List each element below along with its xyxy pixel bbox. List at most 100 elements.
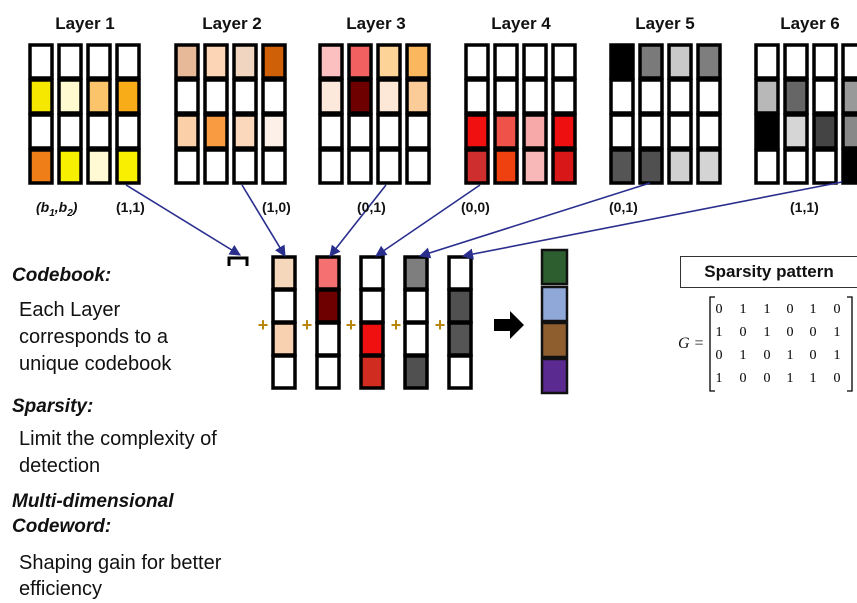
layer-2-cell — [203, 148, 229, 185]
layer-4-cell — [493, 43, 519, 80]
layer-4-title: Layer 4 — [491, 14, 551, 33]
layer-6-bits: (1,1) — [790, 199, 819, 215]
layer-5-cell — [638, 113, 664, 150]
superposed-codeword-cell — [540, 285, 569, 323]
sparsity-heading: Sparsity: — [12, 396, 94, 417]
layer-6-cell — [812, 43, 838, 80]
layer-1-cell — [28, 78, 54, 115]
layer-4-cell — [551, 78, 577, 115]
layer-1-cell — [115, 78, 141, 115]
layer-6-cell — [812, 148, 838, 185]
layer-6-cell — [783, 78, 809, 115]
layer-5-cell — [696, 148, 722, 185]
layer-2-cell — [174, 43, 200, 80]
matrix-entry: 1 — [834, 325, 841, 340]
layer-1-cell — [28, 148, 54, 185]
layer-1-cell — [115, 43, 141, 80]
layer-3-cell — [318, 113, 344, 150]
mdc-line-1: Shaping gain for better — [19, 552, 222, 574]
codebook-line-3: unique codebook — [19, 353, 172, 375]
codeword-4-cell — [403, 255, 429, 291]
layer-5-cell — [638, 148, 664, 185]
matrix-entry: 1 — [716, 325, 723, 340]
superposed-codeword-cell — [540, 357, 569, 395]
g-matrix-label: G = — [678, 335, 705, 352]
mapping-arrow — [461, 181, 843, 260]
layer-3-cell — [405, 78, 431, 115]
matrix-entry: 0 — [716, 348, 723, 363]
matrix-entry: 0 — [834, 302, 841, 317]
sparsity-line-1: Limit the complexity of — [19, 428, 217, 450]
layer-2-cell — [232, 113, 258, 150]
layer-2-cell — [261, 43, 287, 80]
layer-6-cell — [812, 113, 838, 150]
bits-axis-label: (b1,b2) — [36, 199, 78, 219]
codeword-3-cell — [359, 354, 385, 390]
layer-3-cell — [376, 113, 402, 150]
matrix-entry: 0 — [787, 302, 794, 317]
layer-3-cell — [376, 148, 402, 185]
mapping-arrow — [329, 184, 387, 257]
layer-2-cell — [174, 148, 200, 185]
layer-4-cell — [464, 78, 490, 115]
layer-1-bits: (1,1) — [116, 199, 145, 215]
sparsity-pattern-title: Sparsity pattern — [680, 256, 857, 288]
layer-3-cell — [405, 113, 431, 150]
layer-5-cell — [609, 113, 635, 150]
matrix-entry: 1 — [740, 348, 747, 363]
layer-3-cell — [318, 43, 344, 80]
codeword-5-cell — [447, 288, 473, 324]
layer-5-cell — [667, 43, 693, 80]
mapping-arrow — [375, 184, 481, 257]
layer-2-cell — [232, 43, 258, 80]
layer-5-cell — [667, 148, 693, 185]
layer-4-cell — [522, 78, 548, 115]
layer-3-title: Layer 3 — [346, 14, 406, 33]
layer-5-cell — [609, 148, 635, 185]
matrix-entry: 0 — [764, 348, 771, 363]
layer-2-title: Layer 2 — [202, 14, 262, 33]
layer-3-cell — [318, 148, 344, 185]
layer-5-cell — [696, 113, 722, 150]
matrix-entry: 1 — [764, 302, 771, 317]
layer-1-cell — [86, 78, 112, 115]
layer-3-cell — [347, 43, 373, 80]
layer-6-cell — [754, 148, 780, 185]
layer-2-cell — [261, 113, 287, 150]
codebook-heading: Codebook: — [12, 265, 112, 286]
codeword-1-cell — [271, 255, 297, 291]
matrix-left-bracket — [709, 296, 715, 392]
matrix-entry: 1 — [810, 302, 817, 317]
layer-1-cell — [115, 148, 141, 185]
layer-5-cell — [696, 43, 722, 80]
layer-3-cell — [405, 43, 431, 80]
layer-3-bits: (0,1) — [357, 199, 386, 215]
layer-2-cell — [232, 148, 258, 185]
mdc-heading-line-1: Multi-dimensional — [12, 491, 174, 512]
mdc-line-2: efficiency — [19, 578, 103, 600]
matrix-entry: 0 — [810, 325, 817, 340]
matrix-entry: 1 — [787, 348, 794, 363]
plus-sign: + — [435, 315, 446, 335]
layer-5-title: Layer 5 — [635, 14, 695, 33]
matrix-entry: 1 — [834, 348, 841, 363]
layer-5-cell — [638, 43, 664, 80]
plus-sign: + — [346, 315, 357, 335]
superposed-codeword-cell — [540, 321, 569, 359]
layer-6-cell — [754, 43, 780, 80]
layer-1-cell — [57, 43, 83, 80]
result-arrow-icon — [494, 311, 524, 339]
layer-1-cell — [57, 113, 83, 150]
layer-1-cell — [28, 43, 54, 80]
layer-5-cell — [667, 78, 693, 115]
layer-5-cell — [609, 43, 635, 80]
plus-sign: + — [258, 315, 269, 335]
layer-2-cell — [203, 113, 229, 150]
layer-2-cell — [203, 43, 229, 80]
layer-4-cell — [464, 113, 490, 150]
codeword-3-cell — [359, 255, 385, 291]
layer-3-cell — [347, 148, 373, 185]
matrix-entry: 0 — [787, 325, 794, 340]
layer-6-cell — [783, 43, 809, 80]
layer-5-cell — [609, 78, 635, 115]
